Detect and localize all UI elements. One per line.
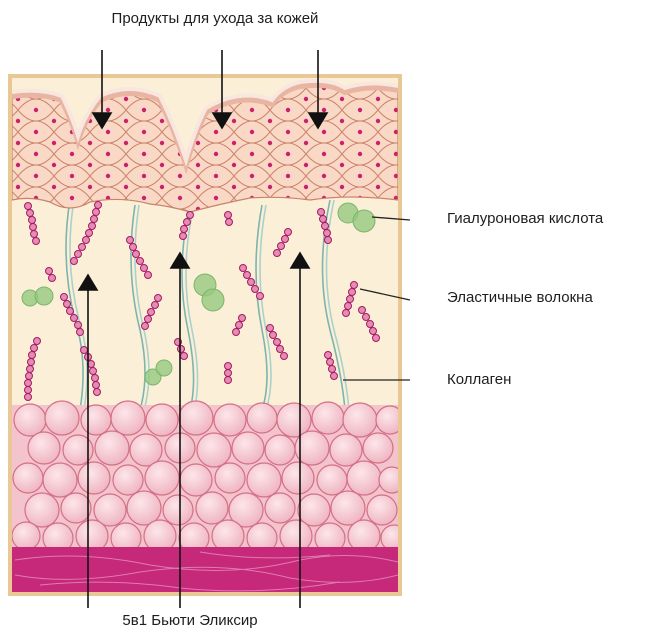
beauty-elixir-label: 5в1 Бьюти Эликсир — [60, 612, 320, 629]
hyaluronic-acid-label: Гиалуроновая кислота — [447, 210, 603, 227]
base-layer — [12, 547, 398, 592]
collagen-label: Коллаген — [447, 371, 511, 388]
skin-care-products-label: Продукты для ухода за кожей — [0, 10, 430, 27]
elastic-fibers-label: Эластичные волокна — [447, 289, 593, 306]
